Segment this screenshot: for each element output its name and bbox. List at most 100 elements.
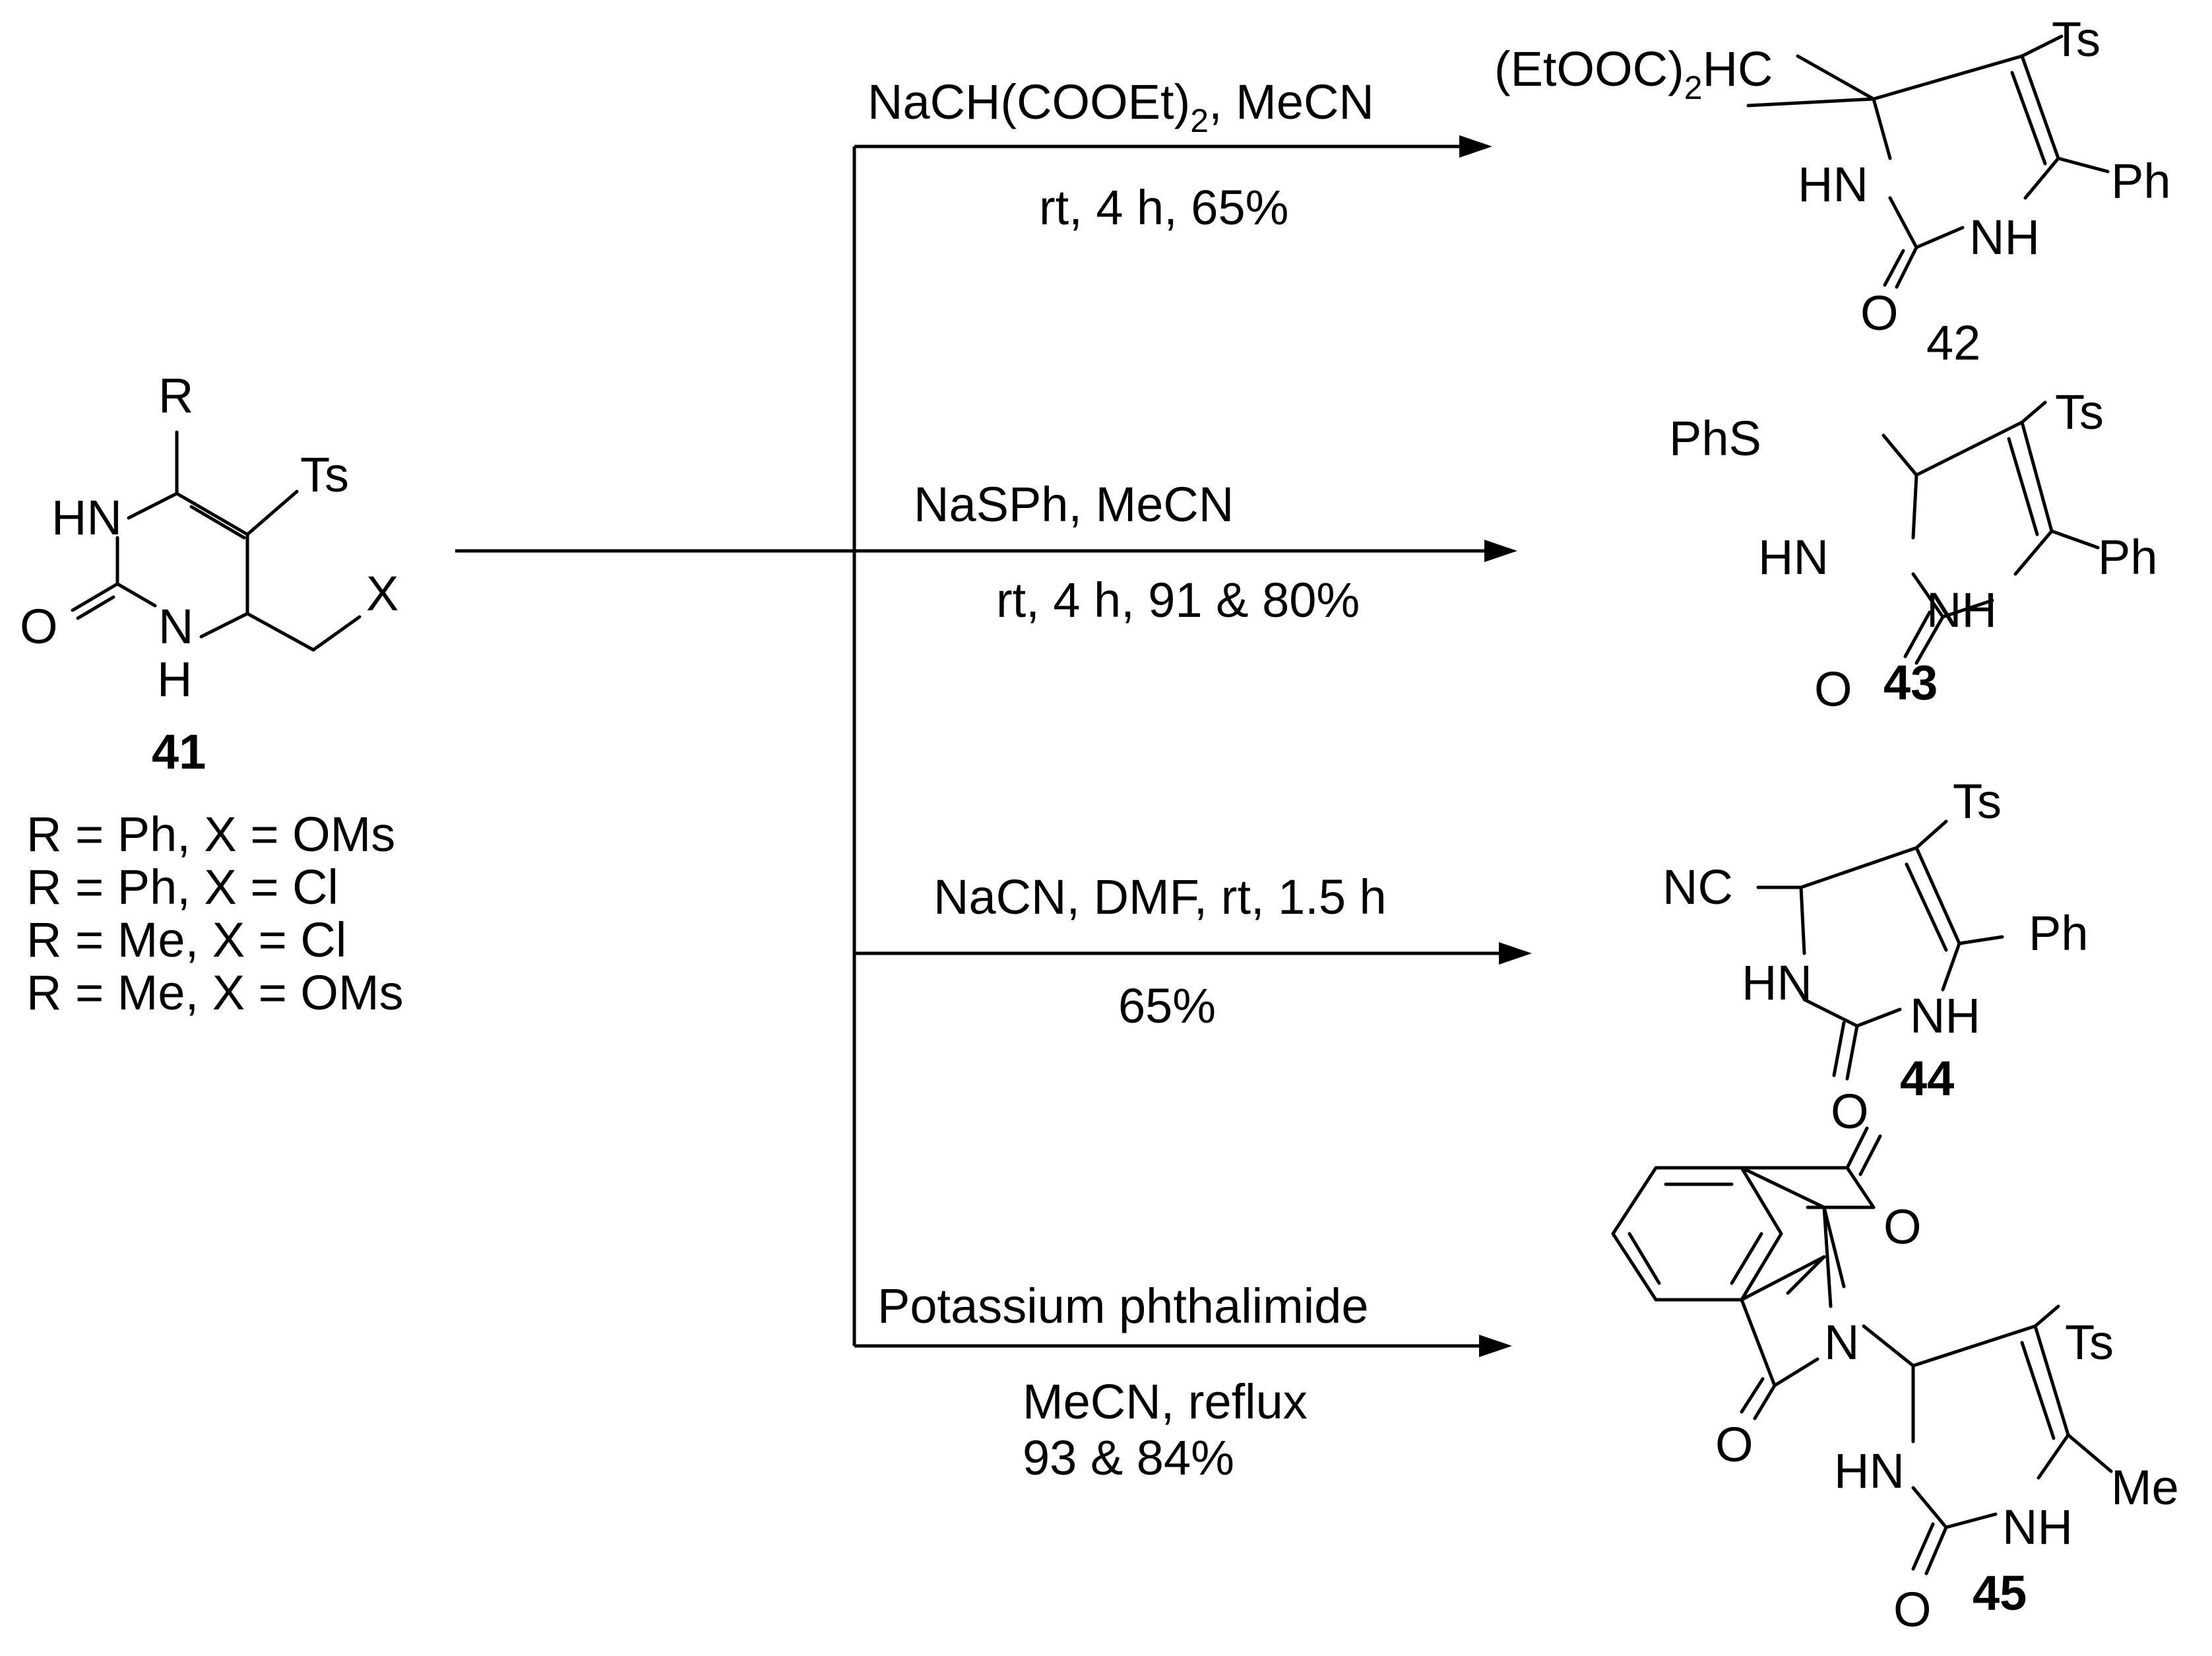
bond [1845,1126,1869,1170]
reactant-ts-label: Ts [300,447,349,502]
bond [1802,998,1859,1028]
bond [2050,529,2100,550]
product-45-number: 45 [1973,1566,2027,1620]
bond [1845,1024,1859,1081]
bond-double-inner [1903,610,1932,658]
bond [2020,400,2047,424]
product-42-nh-label: NH [1969,210,2040,265]
arrow-head [1459,135,1492,158]
product-45-hn-label: HN [1834,1444,1905,1498]
reaction-arrows [455,135,1532,1357]
bond [1872,54,2024,101]
bond [1944,1512,1998,1529]
bond [1911,1324,2037,1368]
product-43-structure [1881,400,2100,665]
product-45-n-label: N [1824,1315,1859,1370]
bond-double-inner [76,595,115,620]
bond-double-inner [189,505,246,540]
bond [1746,97,1876,108]
bond [2013,529,2054,576]
bond-double-inner [1911,1522,1935,1571]
product-42-number: 42 [1926,315,1980,370]
product-42-substituent: (EtOOC)2HC [1494,42,1773,106]
bond [1822,1205,1846,1289]
bond [1862,1324,1915,1368]
bond-double-inner [2007,437,2039,536]
bond [2020,420,2054,533]
bond [1941,598,1994,619]
conditions-to-42: rt, 4 h, 65% [1039,180,1288,235]
product-42-ph-label: Ph [2111,154,2171,208]
bond [1941,941,1961,992]
bond [1773,1357,1819,1387]
reagents-to-45: Potassium phthalimide [877,1279,1368,1333]
conditions-to-43: rt, 4 h, 91 & 80% [996,573,1360,627]
bond [1740,1298,1777,1387]
substituent-pre: (EtOOC) [1494,42,1684,96]
benzene-ring [1611,1166,1783,1302]
arrow-head [1479,1335,1512,1357]
substituent-post: HC [1703,42,1773,96]
bond [127,492,179,520]
bond [1911,572,1945,619]
arrow-head [1484,540,1517,562]
bond-double-inner [1905,862,1948,952]
product-45-o-top-label: O [1883,1199,1922,1254]
conditions-to-44: 65% [1118,978,1216,1033]
arrow-head [1499,942,1532,965]
reagents-main: NaCH(COOEt) [868,75,1190,129]
product-45-nh-label: NH [2002,1500,2073,1554]
reagents-to-42: NaCH(COOEt)2, MeCN [868,75,1374,139]
bond [1957,935,2004,945]
bond [1872,97,1892,160]
product-44-hn-label: HN [1742,955,1812,1010]
reactant-number: 41 [152,724,206,779]
bond [245,612,315,652]
bond [199,612,249,639]
bond [1888,196,1918,249]
bond [2056,156,2110,174]
product-43-hn-label: HN [1758,530,1829,585]
bond [1924,1525,1948,1576]
reactant-variant: R = Ph, X = Cl [26,860,338,914]
bond [2020,34,2064,58]
bond [1914,226,1965,249]
bond [2033,1324,2070,1437]
bond [1914,420,2024,477]
bond [2020,54,2060,160]
product-43-number: 43 [1883,655,1938,710]
reactant-n-label: N [158,599,193,654]
product-44-ph-label: Ph [2029,906,2089,961]
bond-double-inner [1832,1021,1846,1077]
reactant-variant: R = Me, X = Cl [26,912,346,967]
product-45-structure [1611,1126,2113,1576]
reactant-variant: R = Ph, X = OMs [26,807,395,862]
product-44-nh-label: NH [1910,988,1980,1043]
product-45-me-label: Me [2111,1460,2179,1515]
product-43-ts-label: Ts [2055,385,2104,439]
bond [1740,1255,1826,1302]
bond [1855,1007,1902,1028]
product-44-structure [1756,819,2004,1081]
bond-double-inner [1883,249,1905,287]
product-43-substituent: PhS [1669,411,1761,466]
product-44-o-label: O [1831,1084,1869,1139]
bond [175,492,249,536]
bond [115,582,157,608]
bond [1845,1166,1876,1209]
bond [2037,1433,2070,1480]
product-42-ts-label: Ts [2052,12,2101,67]
bond [2033,1304,2060,1328]
product-42-o-label: O [1860,286,1899,340]
bond [1881,433,1918,477]
bond [311,615,362,652]
bond [1799,885,1806,955]
product-43-o-label: O [1814,662,1852,717]
bond [1914,819,1948,850]
reagents-to-43: NaSPh, MeCN [914,477,1234,532]
bond [71,582,119,612]
bond [2023,156,2060,200]
bond-double-inner [1858,1134,1882,1176]
product-44-number: 44 [1900,1051,1954,1106]
